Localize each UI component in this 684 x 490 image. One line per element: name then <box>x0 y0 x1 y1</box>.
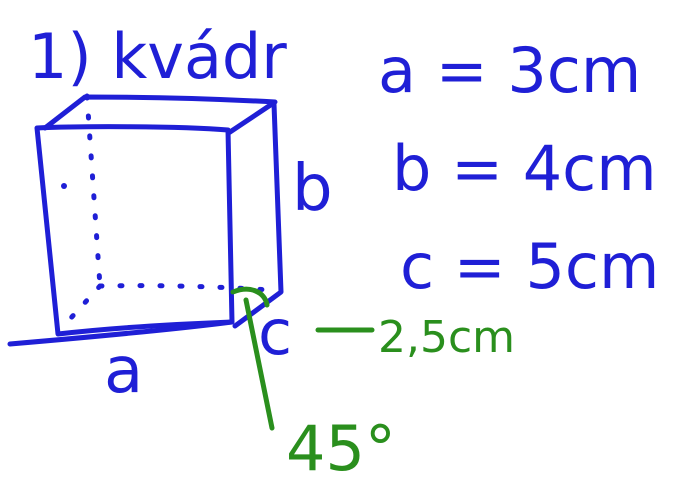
hidden-dot <box>61 183 67 189</box>
angle-arc <box>230 286 270 308</box>
edge-label-a: a <box>104 334 143 408</box>
baseline <box>7 319 235 347</box>
angle-pointer-line <box>243 297 275 431</box>
top-face <box>42 94 278 135</box>
given-c: c = 5cm <box>400 230 659 303</box>
given-a: a = 3cm <box>378 34 641 107</box>
angle-label: 45° <box>286 412 396 485</box>
hidden-edge-vertical <box>84 93 103 289</box>
given-b: b = 4cm <box>392 132 657 205</box>
angle-annotation <box>230 286 375 431</box>
cuboid-figure <box>7 93 284 347</box>
heading-label: 1) kvádr <box>28 20 287 93</box>
scaled-c-label: 2,5cm <box>378 312 515 363</box>
edge-label-b: b <box>292 152 333 226</box>
hidden-edge-depth <box>57 283 103 333</box>
hidden-edge-horizontal <box>97 283 273 293</box>
edge-label-c: c <box>258 296 292 369</box>
front-face <box>34 124 235 337</box>
